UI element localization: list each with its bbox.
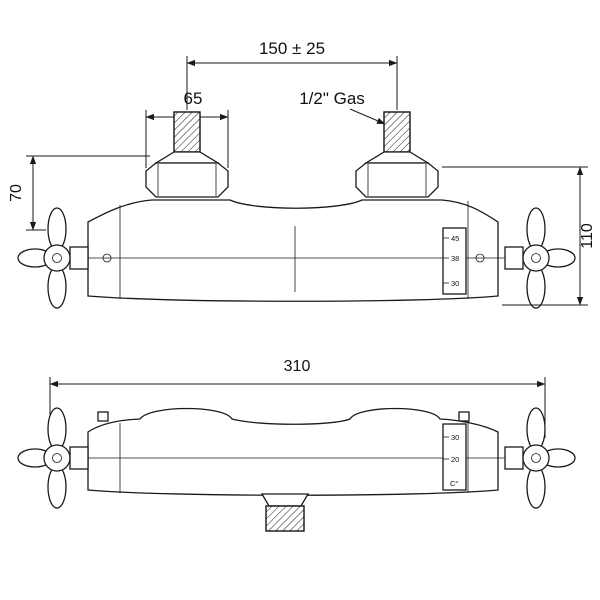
handle-arm-top bbox=[47, 207, 67, 251]
left-screw bbox=[102, 253, 112, 263]
right-hex-nut bbox=[355, 162, 439, 198]
scale-value-c: C° bbox=[450, 479, 458, 488]
handle-hub bbox=[43, 244, 71, 272]
plan-view: 310 30 20 C° bbox=[17, 358, 576, 532]
left-hex-nut bbox=[145, 162, 229, 198]
scale-value-38: 38 bbox=[451, 254, 459, 263]
dim-70-label: 70 bbox=[8, 184, 25, 202]
right-cross-handle-front bbox=[504, 207, 576, 309]
leader-line bbox=[349, 108, 386, 125]
handle-hub-center bbox=[531, 253, 541, 263]
right-inlet-thread bbox=[383, 111, 411, 153]
handle-arm-top bbox=[526, 407, 546, 451]
handle-stem bbox=[69, 246, 89, 270]
handle-arm-bottom bbox=[47, 465, 67, 509]
outlet-connection bbox=[260, 493, 310, 532]
dim-150-label: 150 ± 25 bbox=[259, 39, 325, 58]
dimension-center-distance: 150 ± 25 bbox=[186, 39, 398, 110]
handle-hub-center bbox=[52, 453, 62, 463]
front-view: 150 ± 25 65 1/2" Gas bbox=[8, 39, 596, 309]
handle-arm-bottom bbox=[526, 265, 546, 309]
left-inlet-thread bbox=[173, 111, 201, 153]
dimension-height-110: 110 bbox=[442, 166, 596, 306]
dim-65-label: 65 bbox=[184, 89, 203, 108]
left-escutcheon bbox=[145, 151, 229, 198]
right-escutcheon bbox=[355, 151, 439, 198]
handle-stem bbox=[504, 246, 524, 270]
gas-thread-label: 1/2" Gas bbox=[299, 89, 365, 108]
handle-stem bbox=[504, 446, 524, 470]
scale-value-30: 30 bbox=[451, 433, 459, 442]
dimension-depth-70: 70 bbox=[8, 155, 150, 231]
top-nub-right bbox=[458, 411, 470, 422]
left-cross-handle-plan bbox=[17, 407, 89, 509]
dim-110-label: 110 bbox=[579, 223, 596, 249]
right-flare bbox=[363, 151, 431, 164]
right-screw bbox=[475, 253, 485, 263]
handle-arm-top bbox=[47, 407, 67, 451]
handle-hub bbox=[522, 444, 550, 472]
mixer-body-plan bbox=[87, 407, 499, 496]
scale-value-20: 20 bbox=[451, 455, 459, 464]
handle-hub bbox=[43, 444, 71, 472]
handle-arm-bottom bbox=[526, 465, 546, 509]
thread-size-callout: 1/2" Gas bbox=[299, 89, 386, 125]
temperature-scale-front: 45 38 30 bbox=[442, 227, 467, 295]
handle-hub-center bbox=[531, 453, 541, 463]
scale-panel bbox=[442, 227, 467, 295]
dimension-overall-width: 310 bbox=[49, 358, 546, 438]
dim-310-label: 310 bbox=[284, 358, 311, 375]
right-cross-handle-plan bbox=[504, 407, 576, 509]
scale-value-30: 30 bbox=[451, 279, 459, 288]
outlet-neck bbox=[260, 493, 310, 507]
handle-stem bbox=[69, 446, 89, 470]
handle-arm-top bbox=[526, 207, 546, 251]
left-cross-handle-front bbox=[17, 207, 89, 309]
temperature-scale-plan: 30 20 C° bbox=[442, 423, 467, 491]
handle-hub bbox=[522, 244, 550, 272]
handle-hub-center bbox=[52, 253, 62, 263]
top-nub-left bbox=[97, 411, 109, 422]
left-flare bbox=[153, 151, 221, 164]
outlet-thread bbox=[265, 505, 305, 532]
mixer-body-front bbox=[87, 199, 499, 302]
scale-value-45: 45 bbox=[451, 234, 459, 243]
scale-panel bbox=[442, 423, 467, 491]
handle-arm-bottom bbox=[47, 265, 67, 309]
